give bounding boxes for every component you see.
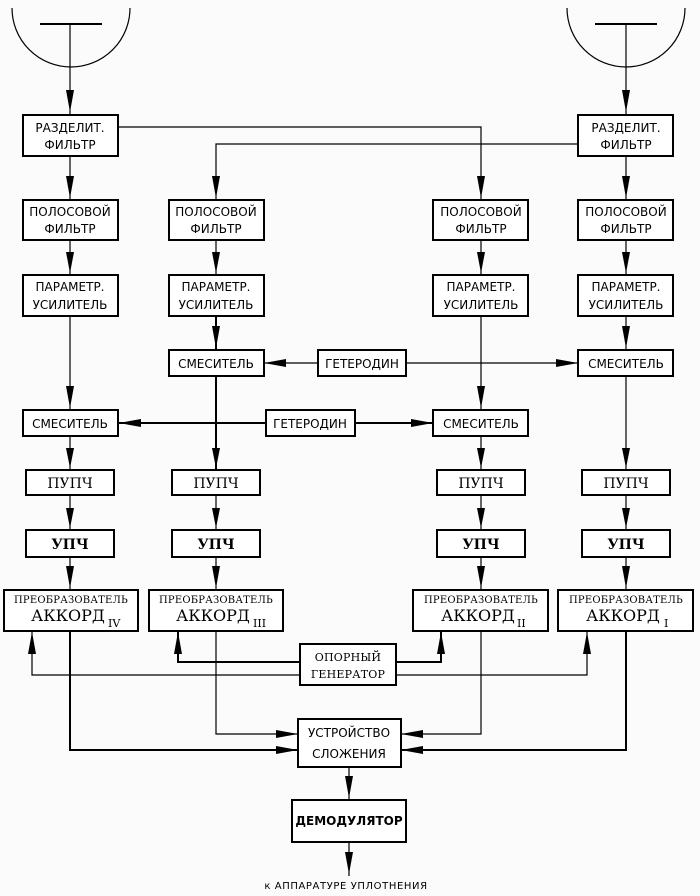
param-amp-label-2: УСИЛИТЕЛЬ bbox=[179, 298, 254, 312]
heterodyne-2[interactable]: ГЕТЕРОДИН bbox=[265, 409, 356, 437]
output-destination-label: к АППАРАТУРЕ УПЛОТНЕНИЯ bbox=[264, 881, 427, 892]
splitter-label-1: РАЗДЕЛИТ. bbox=[35, 121, 104, 135]
demodulator[interactable]: ДЕМОДУЛЯТОР bbox=[291, 799, 407, 843]
converter-index: II bbox=[517, 617, 526, 630]
mixer-2[interactable]: СМЕСИТЕЛЬ bbox=[168, 349, 265, 377]
converter-label-2: АККОРД bbox=[586, 606, 660, 625]
if-amp-label: УПЧ bbox=[462, 537, 500, 553]
converter-label-1: ПРЕОБРАЗОВАТЕЛЬ bbox=[424, 595, 538, 606]
param-amp-label-1: ПАРАМЕТР. bbox=[182, 280, 251, 294]
arrow-down-icon bbox=[622, 90, 630, 112]
param-amp-label-2: УСИЛИТЕЛЬ bbox=[33, 298, 108, 312]
if-preamp-label: ПУПЧ bbox=[603, 476, 649, 492]
if-amp-label: УПЧ bbox=[607, 537, 645, 553]
combiner-label-1: УСТРОЙСТВО bbox=[308, 725, 390, 740]
param-amplifier-1[interactable]: ПАРАМЕТР. УСИЛИТЕЛЬ bbox=[22, 274, 119, 317]
splitter-label-1: РАЗДЕЛИТ. bbox=[591, 121, 660, 135]
combiner-device[interactable]: УСТРОЙСТВО СЛОЖЕНИЯ bbox=[297, 718, 402, 768]
bandpass-label-2: ФИЛЬТР bbox=[455, 222, 506, 236]
mixer-4[interactable]: СМЕСИТЕЛЬ bbox=[577, 349, 674, 377]
bandpass-label-1: ПОЛОСОВОЙ bbox=[175, 204, 256, 219]
heterodyne-label: ГЕТЕРОДИН bbox=[325, 357, 399, 371]
bandpass-filter-4[interactable]: ПОЛОСОВОЙ ФИЛЬТР bbox=[577, 199, 674, 241]
converter-index: I bbox=[664, 617, 668, 630]
if-amp-3[interactable]: УПЧ bbox=[436, 529, 526, 558]
bandpass-label-2: ФИЛЬТР bbox=[600, 222, 651, 236]
param-amp-label-2: УСИЛИТЕЛЬ bbox=[444, 298, 519, 312]
if-preamp-2[interactable]: ПУПЧ bbox=[171, 469, 261, 496]
mixer-1[interactable]: СМЕСИТЕЛЬ bbox=[22, 409, 119, 437]
converter-label-2: АККОРД bbox=[441, 606, 515, 625]
converter-akkord-iii[interactable]: ПРЕОБРАЗОВАТЕЛЬ АККОРД III bbox=[148, 589, 284, 632]
converter-akkord-i[interactable]: ПРЕОБРАЗОВАТЕЛЬ АККОРД I bbox=[557, 589, 694, 632]
bandpass-label-2: ФИЛЬТР bbox=[44, 222, 95, 236]
param-amplifier-2[interactable]: ПАРАМЕТР. УСИЛИТЕЛЬ bbox=[168, 274, 265, 317]
mixer-label: СМЕСИТЕЛЬ bbox=[443, 417, 519, 431]
bandpass-filter-2[interactable]: ПОЛОСОВОЙ ФИЛЬТР bbox=[168, 199, 265, 241]
connections bbox=[28, 90, 630, 876]
arrow-down-icon bbox=[66, 176, 74, 198]
bandpass-filter-1[interactable]: ПОЛОСОВОЙ ФИЛЬТР bbox=[22, 199, 119, 241]
bandpass-filter-3[interactable]: ПОЛОСОВОЙ ФИЛЬТР bbox=[432, 199, 529, 241]
if-amp-4[interactable]: УПЧ bbox=[581, 529, 671, 558]
converter-label-1: ПРЕОБРАЗОВАТЕЛЬ bbox=[159, 595, 273, 606]
combiner-label-2: СЛОЖЕНИЯ bbox=[312, 747, 386, 761]
bandpass-label-2: ФИЛЬТР bbox=[190, 222, 241, 236]
splitter-filter-left[interactable]: РАЗДЕЛИТ. ФИЛЬТР bbox=[22, 114, 119, 157]
if-preamp-label: ПУПЧ bbox=[458, 476, 504, 492]
param-amp-label-1: ПАРАМЕТР. bbox=[447, 280, 516, 294]
arrow-down-icon bbox=[622, 176, 630, 198]
converter-label-1: ПРЕОБРАЗОВАТЕЛЬ bbox=[14, 595, 128, 606]
bandpass-label-1: ПОЛОСОВОЙ bbox=[440, 204, 521, 219]
if-preamp-label: ПУПЧ bbox=[193, 476, 239, 492]
param-amp-label-1: ПАРАМЕТР. bbox=[36, 280, 105, 294]
arrow-down-icon bbox=[477, 176, 485, 198]
splitter-filter-right[interactable]: РАЗДЕЛИТ. ФИЛЬТР bbox=[577, 114, 674, 157]
mixer-label: СМЕСИТЕЛЬ bbox=[588, 357, 664, 371]
splitter-label-2: ФИЛЬТР bbox=[44, 138, 95, 152]
heterodyne-label: ГЕТЕРОДИН bbox=[273, 417, 347, 431]
if-amp-2[interactable]: УПЧ bbox=[171, 529, 261, 558]
converter-label-2: АККОРД bbox=[176, 606, 250, 625]
param-amplifier-4[interactable]: ПАРАМЕТР. УСИЛИТЕЛЬ bbox=[577, 274, 674, 317]
splitter-label-2: ФИЛЬТР bbox=[600, 138, 651, 152]
ref-gen-label-2: ГЕНЕРАТОР bbox=[311, 668, 386, 681]
if-preamp-label: ПУПЧ bbox=[47, 476, 93, 492]
if-preamp-3[interactable]: ПУПЧ bbox=[436, 469, 526, 496]
mixer-label: СМЕСИТЕЛЬ bbox=[178, 357, 254, 371]
param-amplifier-3[interactable]: ПАРАМЕТР. УСИЛИТЕЛЬ bbox=[432, 274, 529, 317]
if-amp-1[interactable]: УПЧ bbox=[25, 529, 115, 558]
arrow-down-icon bbox=[66, 90, 74, 112]
demodulator-label: ДЕМОДУЛЯТОР bbox=[295, 814, 403, 828]
param-amp-label-2: УСИЛИТЕЛЬ bbox=[589, 298, 664, 312]
if-amp-label: УПЧ bbox=[197, 537, 235, 553]
converter-label-2: АККОРД bbox=[31, 606, 105, 625]
converter-index: III bbox=[253, 617, 266, 630]
if-amp-label: УПЧ bbox=[51, 537, 89, 553]
arrow-down-icon bbox=[212, 176, 220, 198]
if-preamp-4[interactable]: ПУПЧ bbox=[581, 469, 671, 496]
mixer-3[interactable]: СМЕСИТЕЛЬ bbox=[432, 409, 529, 437]
converter-akkord-iv[interactable]: ПРЕОБРАЗОВАТЕЛЬ АККОРД IV bbox=[3, 589, 139, 632]
reference-generator[interactable]: ОПОРНЫЙ ГЕНЕРАТОР bbox=[299, 643, 397, 686]
bandpass-label-1: ПОЛОСОВОЙ bbox=[585, 204, 666, 219]
converter-label-1: ПРЕОБРАЗОВАТЕЛЬ bbox=[569, 595, 683, 606]
converter-index: IV bbox=[108, 617, 121, 630]
mixer-label: СМЕСИТЕЛЬ bbox=[32, 417, 108, 431]
converter-akkord-ii[interactable]: ПРЕОБРАЗОВАТЕЛЬ АККОРД II bbox=[412, 589, 549, 632]
if-preamp-1[interactable]: ПУПЧ bbox=[25, 469, 115, 496]
bandpass-label-1: ПОЛОСОВОЙ bbox=[29, 204, 110, 219]
heterodyne-1[interactable]: ГЕТЕРОДИН bbox=[317, 349, 407, 377]
param-amp-label-1: ПАРАМЕТР. bbox=[592, 280, 661, 294]
ref-gen-label-1: ОПОРНЫЙ bbox=[315, 650, 381, 664]
